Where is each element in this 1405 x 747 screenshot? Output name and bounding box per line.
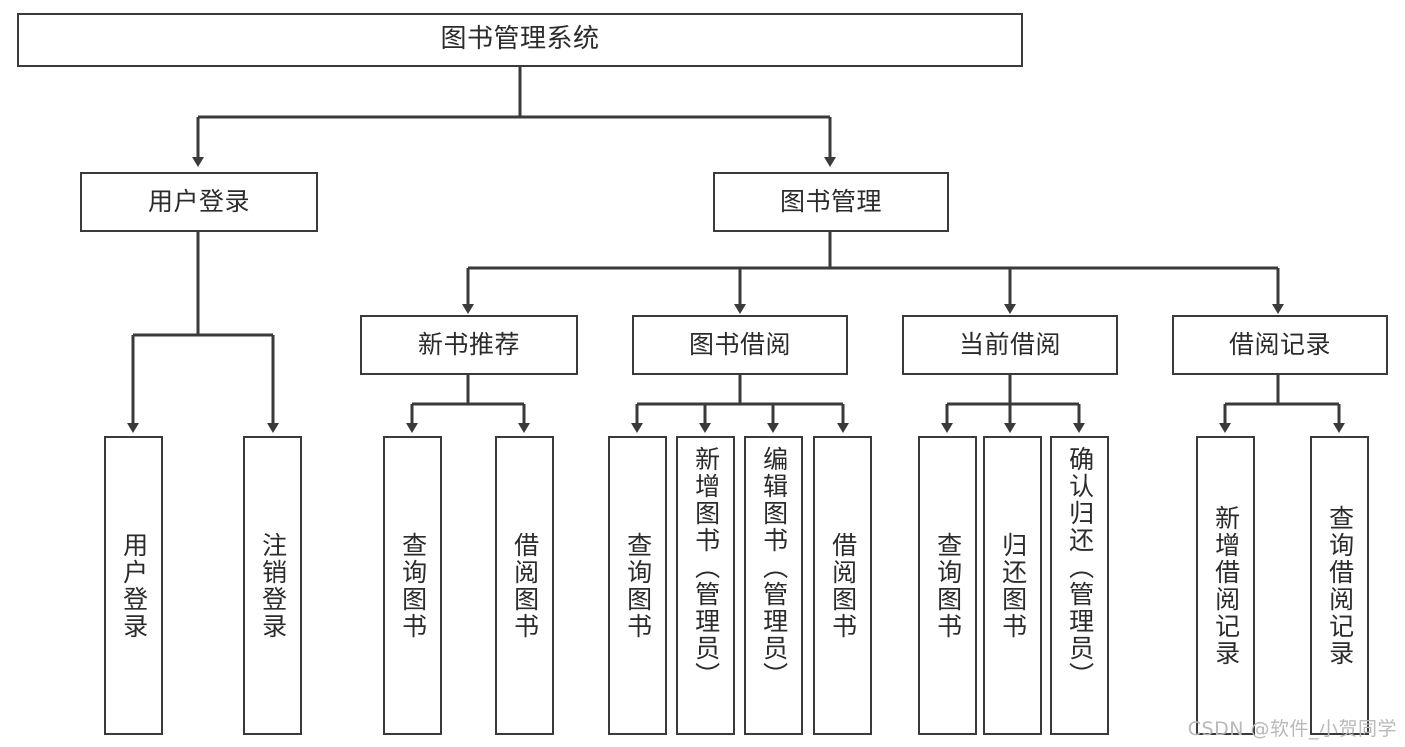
leaf-borrow-borrow-book[interactable]: 借阅图书 [813, 436, 872, 735]
node-root-system[interactable]: 图书管理系统 [17, 13, 1023, 67]
leaf-current-confirm-return-admin[interactable]: 确认归还（管理员） [1050, 436, 1109, 735]
csdn-watermark: CSDN @软件_小贺同学 [1187, 718, 1397, 740]
node-label: 用户登录 [147, 186, 250, 216]
node-label: 新增图书（管理员） [691, 446, 721, 689]
node-label: 用户登录 [119, 531, 149, 640]
node-label: 借阅图书 [510, 531, 540, 640]
node-label: 图书管理系统 [440, 24, 600, 55]
node-borrow-record[interactable]: 借阅记录 [1172, 315, 1388, 375]
node-label: 编辑图书（管理员） [759, 446, 789, 689]
node-current-borrow[interactable]: 当前借阅 [902, 315, 1118, 375]
leaf-user-login-logout[interactable]: 注销登录 [243, 436, 302, 735]
node-label: 当前借阅 [958, 329, 1061, 359]
node-label: 借阅图书 [828, 531, 858, 640]
leaf-current-query-book[interactable]: 查询图书 [918, 436, 977, 735]
node-user-login[interactable]: 用户登录 [80, 172, 318, 232]
node-new-book-recommend[interactable]: 新书推荐 [360, 315, 578, 375]
leaf-recommend-query-book[interactable]: 查询图书 [383, 436, 442, 735]
node-label: 图书借阅 [688, 329, 791, 359]
node-label: 查询图书 [398, 531, 428, 640]
node-label: 新增借阅记录 [1211, 504, 1241, 667]
leaf-record-query-record[interactable]: 查询借阅记录 [1310, 436, 1369, 735]
node-label: 查询借阅记录 [1325, 504, 1355, 667]
leaf-record-add-record[interactable]: 新增借阅记录 [1196, 436, 1255, 735]
leaf-borrow-query-book[interactable]: 查询图书 [608, 436, 667, 735]
node-label: 注销登录 [258, 531, 288, 640]
node-label: 确认归还（管理员） [1065, 446, 1095, 689]
node-label: 图书管理 [779, 186, 882, 216]
node-label: 查询图书 [933, 531, 963, 640]
node-book-management[interactable]: 图书管理 [713, 172, 949, 232]
node-label: 借阅记录 [1228, 329, 1331, 359]
leaf-borrow-add-book-admin[interactable]: 新增图书（管理员） [676, 436, 735, 735]
node-label: 查询图书 [623, 531, 653, 640]
node-label: 新书推荐 [417, 329, 520, 359]
leaf-recommend-borrow-book[interactable]: 借阅图书 [495, 436, 554, 735]
leaf-current-return-book[interactable]: 归还图书 [983, 436, 1042, 735]
leaf-borrow-edit-book-admin[interactable]: 编辑图书（管理员） [744, 436, 803, 735]
node-book-borrow[interactable]: 图书借阅 [632, 315, 848, 375]
leaf-user-login-login[interactable]: 用户登录 [104, 436, 163, 735]
node-label: 归还图书 [998, 531, 1028, 640]
